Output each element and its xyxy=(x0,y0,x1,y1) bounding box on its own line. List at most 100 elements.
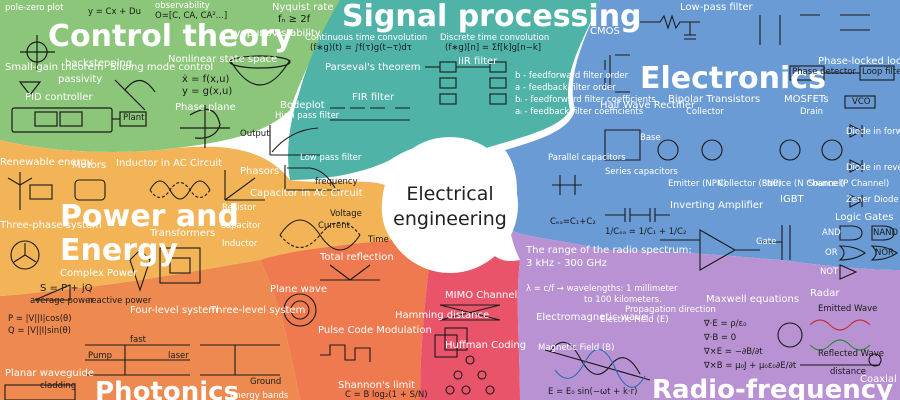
three-level-label: Three-level system xyxy=(210,305,306,316)
complex-power-label: Complex Power xyxy=(60,268,138,279)
region-radio xyxy=(510,230,900,400)
gate-nor-label: NOR xyxy=(875,248,894,258)
average-power-label: average power xyxy=(30,296,94,306)
igbt-label: IGBT xyxy=(780,194,804,205)
nyquist-label: Nyquist rate xyxy=(272,2,334,13)
observability-eq: O=[C, CA, CA²...] xyxy=(155,11,228,21)
pole-zero-label: pole-zero plot xyxy=(5,3,64,13)
nonlinear-label: Nonlinear state space xyxy=(168,54,278,65)
observability-label: observability xyxy=(155,1,210,11)
vco-label: VCO xyxy=(852,97,871,107)
continuous-convolution-eq: (f∗g)(t) = ∫f(τ)g(t−τ)dτ xyxy=(310,43,412,53)
shannon-eq: C = B log₂(1 + S/N) xyxy=(345,390,428,400)
mosfet-label: MOSFETs xyxy=(784,94,829,105)
sliding-mode-label: Sliding mode control xyxy=(110,62,214,73)
fast-label: fast xyxy=(130,335,146,345)
pid-label: PID controller xyxy=(25,92,93,103)
discrete-convolution-eq: (f∗g)[n] = Σf[k]g[n−k] xyxy=(445,43,542,53)
loop-filter-label: Loop filter xyxy=(862,67,900,77)
plant-label: Plant xyxy=(123,113,145,123)
n-channel-label: Source (N Channel) xyxy=(762,179,845,189)
backstepping-label: backstepping xyxy=(65,58,133,69)
huffman-label: Huffman Coding xyxy=(445,340,527,351)
region-control xyxy=(0,0,340,152)
inductor-ac-label: Inductor in AC Circuit xyxy=(116,158,223,169)
iir-label: IIR filter xyxy=(458,56,498,67)
pcm-label: Pulse Code Modulation xyxy=(318,325,432,336)
p-eq: P = |V||I|cos(θ) xyxy=(8,314,72,324)
fir-label: FIR filter xyxy=(352,92,395,103)
logic-gates-label: Logic Gates xyxy=(835,212,894,223)
phase-plane-label: Phase plane xyxy=(175,102,236,113)
inductor-label: Inductor xyxy=(222,239,258,249)
small-gain-label: Small-gain theorem xyxy=(5,62,104,73)
em-wave-label: Electromagnetic wave xyxy=(536,312,648,323)
nonlinear-eq1: ẋ = f(x,u) xyxy=(182,74,230,85)
pump-label: Pump xyxy=(88,351,113,361)
renewable-label: Renewable energy xyxy=(0,157,93,168)
discrete-convolution-label: Discrete time convolution xyxy=(440,33,550,43)
laser-label: laser xyxy=(168,351,189,361)
pnp-label: Collector (PNP) xyxy=(718,179,782,189)
distance-label: distance xyxy=(830,367,867,377)
low-pass-label: Low pass filter xyxy=(300,153,362,163)
gate-not-label: NOT xyxy=(820,267,839,277)
capacitor-ac-label: Capacitor in AC Circuit xyxy=(250,188,363,199)
inverting-amp-label: Inverting Amplifier xyxy=(670,200,764,211)
plane-wave-label: Plane wave xyxy=(270,284,327,295)
radar-label: Radar xyxy=(810,288,840,299)
iir-legend-2: a - feedback filter order xyxy=(515,83,616,93)
series-caps-label: Series capacitors xyxy=(605,167,678,177)
maxwell-eq-1: ∇·E = ρ/ε₀ xyxy=(704,319,747,329)
shannon-label: Shannon's limit xyxy=(338,380,416,391)
passivity-label: passivity xyxy=(58,74,103,85)
diode-reverse-label: Diode in reverse bias xyxy=(846,163,900,173)
propagation-label: Propagation direction xyxy=(625,305,716,315)
magnetic-field-label: Magnetic Field (B) xyxy=(538,343,615,353)
reflected-wave-label: Reflected Wave xyxy=(818,349,884,359)
q-eq: Q = |V||I|sin(θ) xyxy=(8,326,72,336)
center-title: Electrical engineering xyxy=(385,182,515,231)
gate-or-label: OR xyxy=(825,248,838,258)
total-reflection-label: Total reflection xyxy=(320,252,394,263)
photonics-title: Photonics xyxy=(95,377,240,400)
gate-nand-label: NAND xyxy=(873,228,899,238)
mimo-label: MIMO Channel xyxy=(445,290,518,301)
iir-legend-4: aᵢ - feedback filter coefficients xyxy=(515,107,644,117)
radio-range-label: The range of the radio spectrum: xyxy=(526,245,692,256)
emitted-wave-label: Emitted Wave xyxy=(818,304,878,314)
gate-and-label: AND xyxy=(822,228,841,238)
nyquist-eq: fₙ ≥ 2f xyxy=(278,14,311,25)
iir-legend-1: b - feedforward filter order xyxy=(515,71,629,81)
radio-frequency-title: Radio-frequency xyxy=(652,375,894,400)
center-title-line2: engineering xyxy=(393,207,507,230)
wave-eq-label: E = E₀ sin(−ωt + k·r) xyxy=(548,387,638,397)
maxwell-eq-4: ∇×B = μ₀J + μ₀ε₀∂E/∂t xyxy=(704,361,797,371)
region-photonics xyxy=(0,260,300,400)
drain-label: Drain xyxy=(800,107,823,117)
cladding-label: cladding xyxy=(40,381,77,391)
iir-legend-3: bᵢ - feedforward filter coefficients xyxy=(515,95,656,105)
cmos-label: CMOS xyxy=(590,26,620,37)
gate-label: Gate xyxy=(756,237,777,247)
center-title-line1: Electrical xyxy=(406,183,494,205)
ground-label: Ground xyxy=(250,377,282,387)
capacitor-label: Capacitor xyxy=(220,221,261,231)
power-title-line1: Power and xyxy=(60,199,239,234)
transformers-label: Transformers xyxy=(150,228,216,239)
nonlinear-eq2: y = g(x,u) xyxy=(182,86,233,97)
bjt-label: Bipolar Transistors xyxy=(668,94,761,105)
time-label: Time xyxy=(368,235,389,245)
planar-waveguide-label: Planar waveguide xyxy=(5,368,95,379)
state-eq-label: y = Cx + Du xyxy=(88,7,141,17)
three-phase-label: Three-phase system xyxy=(0,220,102,231)
electronics-title: Electronics xyxy=(640,61,826,96)
region-power xyxy=(0,140,392,296)
coaxial-label: Coaxial cable xyxy=(860,374,900,385)
motors-label: Motors xyxy=(72,160,107,171)
lyapunov-label: Lyapunov stability xyxy=(230,28,321,39)
collector-label: Collector xyxy=(686,107,724,117)
series-caps-eq: 1/Cₑₐ = 1/C₁ + 1/C₂ xyxy=(605,227,687,237)
